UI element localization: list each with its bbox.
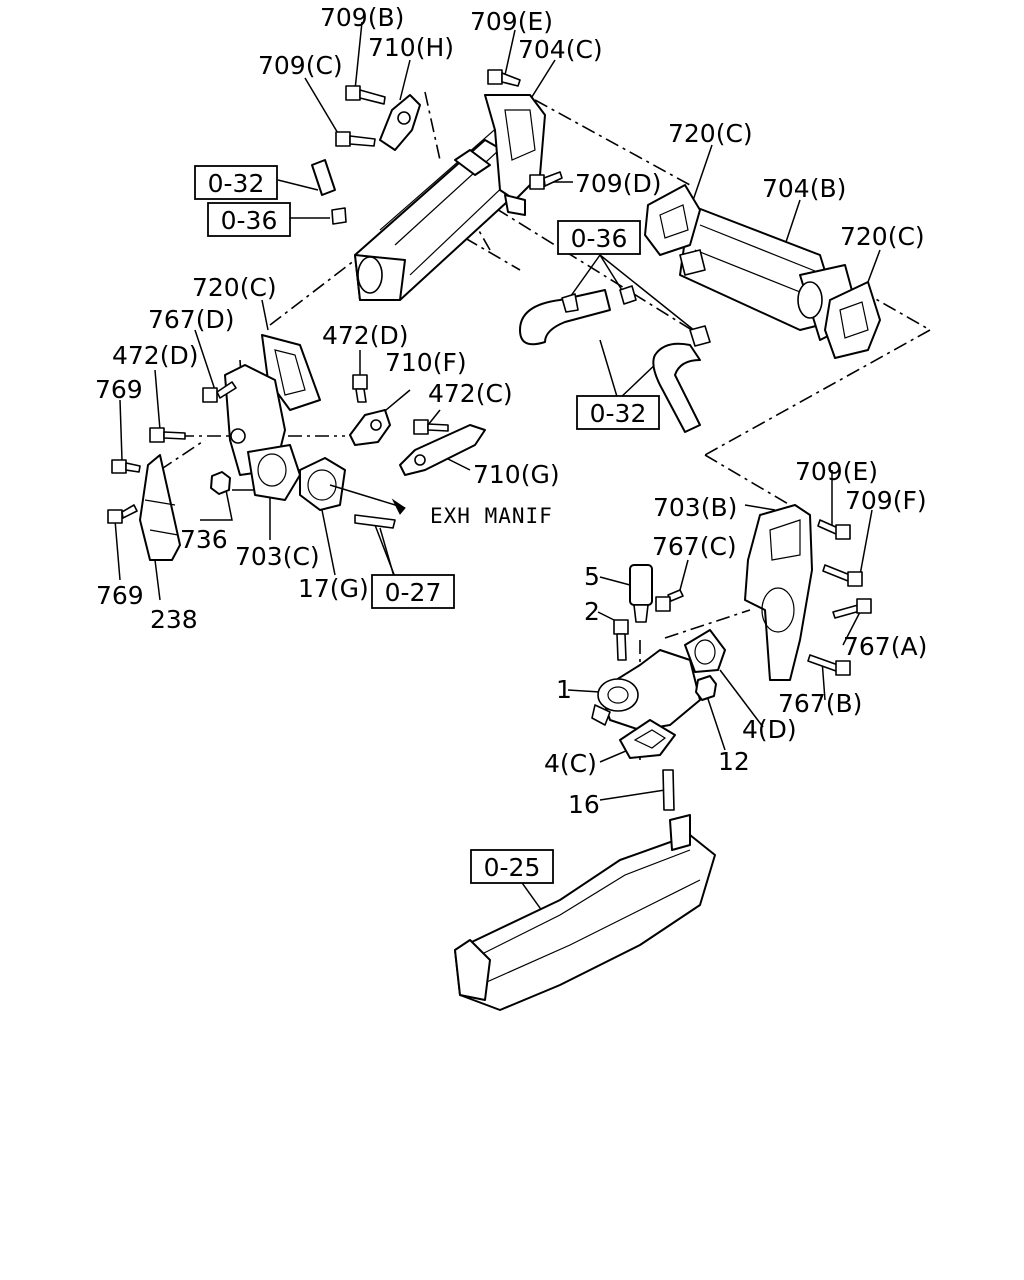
bolt-709c xyxy=(335,131,376,147)
label-703b: 703(B) xyxy=(653,493,737,522)
label-720c-right: 720(C) xyxy=(840,222,925,251)
label-4c: 4(C) xyxy=(544,749,597,778)
ref-box-0-25[interactable]: 0-25 xyxy=(470,849,554,884)
label-769-top: 769 xyxy=(95,375,143,404)
ref-0-36-mid-text: 0-36 xyxy=(571,224,628,253)
bolt-472d-left xyxy=(149,427,186,443)
ref-box-0-32-mid[interactable]: 0-32 xyxy=(576,395,660,430)
exhaust-manifold-arrow xyxy=(329,484,406,515)
label-238: 238 xyxy=(150,605,198,634)
bolt-709f xyxy=(822,564,863,587)
label-720c-top: 720(C) xyxy=(668,119,753,148)
ref-0-32-mid-text: 0-32 xyxy=(590,399,647,428)
ref-0-32-top-text: 0-32 xyxy=(208,169,265,198)
ref-0-36-top-text: 0-36 xyxy=(221,206,278,235)
gasket-4c xyxy=(619,719,676,759)
label-472d-mid: 472(D) xyxy=(322,321,408,350)
label-710f: 710(F) xyxy=(385,348,467,377)
leader-lines xyxy=(114,21,931,916)
nut-736 xyxy=(210,471,231,495)
bolt-472c xyxy=(413,419,449,435)
sensor-5 xyxy=(629,564,653,623)
ref-box-0-27[interactable]: 0-27 xyxy=(371,574,455,609)
ref-box-0-32-top[interactable]: 0-32 xyxy=(194,165,278,200)
label-710g: 710(G) xyxy=(473,460,560,489)
label-709d: 709(D) xyxy=(575,169,661,198)
hose-fitting-0-32-top xyxy=(311,159,336,196)
gasket-720c-right xyxy=(824,281,881,359)
bracket-710f xyxy=(349,409,391,446)
stud-0-27 xyxy=(354,514,396,529)
label-709b-top: 709(B) xyxy=(320,3,404,32)
label-709e-top: 709(E) xyxy=(470,7,553,36)
label-472d-left: 472(D) xyxy=(112,341,198,370)
label-exh-manif: EXH MANIF xyxy=(430,504,553,528)
stud-16 xyxy=(662,769,675,811)
label-2: 2 xyxy=(584,597,600,626)
flange-housing-703b xyxy=(744,504,813,681)
label-472c: 472(C) xyxy=(428,379,513,408)
egr-valve-1 xyxy=(591,649,701,731)
bolt-767d xyxy=(202,381,237,403)
bolt-709e-right xyxy=(817,519,851,540)
ref-0-27-text: 0-27 xyxy=(385,578,442,607)
ref-box-0-36-top[interactable]: 0-36 xyxy=(207,202,291,237)
label-767c: 767(C) xyxy=(652,532,737,561)
heat-shield-238 xyxy=(139,454,181,561)
hose-0-32-mid xyxy=(652,325,711,433)
ref-box-0-36-mid[interactable]: 0-36 xyxy=(557,220,641,255)
bracket-710g xyxy=(399,424,486,476)
nut-12 xyxy=(695,675,717,701)
bolt-769-bottom xyxy=(107,504,138,524)
gasket-17g xyxy=(299,457,346,511)
label-704b: 704(B) xyxy=(762,174,846,203)
label-709f: 709(F) xyxy=(845,486,927,515)
bolt-472d-mid xyxy=(352,374,368,403)
bolt-767a xyxy=(832,598,872,619)
label-767b: 767(B) xyxy=(778,689,862,718)
label-5: 5 xyxy=(584,562,600,591)
label-767d: 767(D) xyxy=(148,305,234,334)
hose-0-36 xyxy=(519,285,637,346)
bolt-767c xyxy=(655,589,684,612)
label-769-bottom: 769 xyxy=(96,581,144,610)
flange-703c xyxy=(224,364,301,501)
ref-0-25-text: 0-25 xyxy=(484,853,541,882)
label-16: 16 xyxy=(568,790,600,819)
hose-fitting-0-36-top xyxy=(331,207,347,225)
label-704c: 704(C) xyxy=(518,35,603,64)
label-17g: 17(G) xyxy=(298,574,369,603)
egr-cooler-704c xyxy=(354,94,546,301)
bolt-709b xyxy=(345,85,386,105)
gasket-720c-top xyxy=(644,184,701,256)
gasket-4d xyxy=(684,629,726,673)
label-703c: 703(C) xyxy=(235,542,320,571)
label-709c: 709(C) xyxy=(258,51,343,80)
label-767a: 767(A) xyxy=(843,632,927,661)
bolt-2 xyxy=(613,619,629,661)
bolt-709d xyxy=(529,171,563,190)
label-710h: 710(H) xyxy=(368,33,454,62)
bolt-709e-top xyxy=(487,69,521,87)
bolt-769-top xyxy=(111,459,141,474)
intake-manifold-0-25 xyxy=(454,814,716,1011)
bracket-710h xyxy=(379,94,421,151)
callout-labels: 709(B) 709(E) 709(C) 710(H) 704(C) 720(C… xyxy=(95,3,927,819)
label-720c-left: 720(C) xyxy=(192,273,277,302)
label-736: 736 xyxy=(180,525,228,554)
label-709e-right: 709(E) xyxy=(795,457,878,486)
label-4d: 4(D) xyxy=(742,715,797,744)
bolt-767b xyxy=(807,654,851,676)
label-12: 12 xyxy=(718,747,750,776)
label-1: 1 xyxy=(556,675,572,704)
